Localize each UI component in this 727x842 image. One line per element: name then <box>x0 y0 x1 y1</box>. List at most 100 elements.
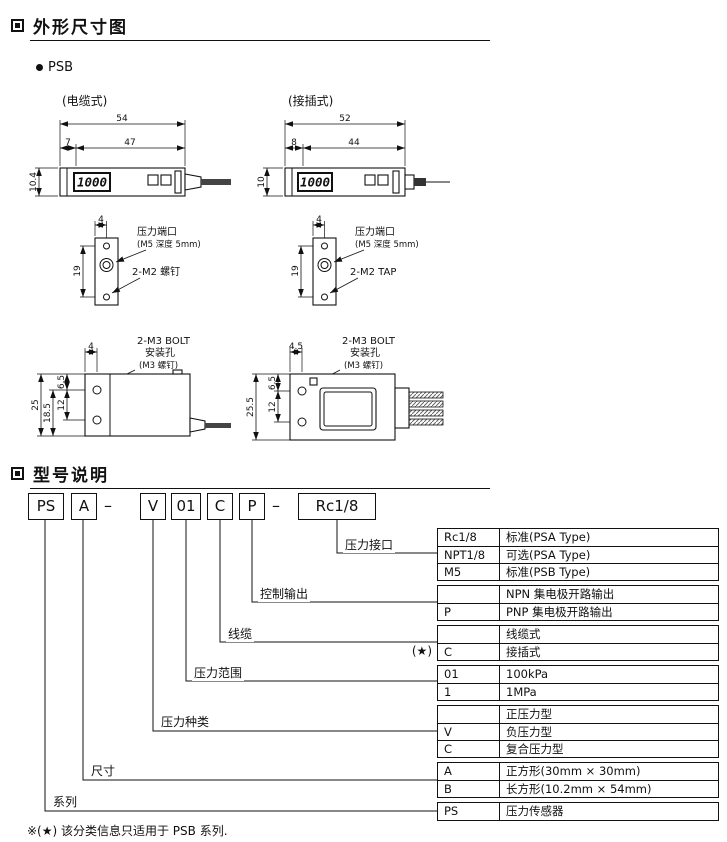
mount-hole-callout: 安装孔 <box>350 346 380 359</box>
model-section-title: 型号说明 <box>33 466 109 486</box>
mount-hole-icon <box>92 385 102 395</box>
dimension-lines <box>80 222 107 297</box>
table-row: PS 压力传感器 <box>438 803 718 820</box>
branch-line <box>185 520 437 682</box>
table-row: 线缆式 <box>438 626 718 643</box>
button-icon <box>147 174 159 186</box>
branch-label-pressure-type: 压力种类 <box>159 713 212 730</box>
section-rule <box>30 488 490 489</box>
table-row: 正压力型 <box>438 706 718 723</box>
dimension-lines <box>253 349 302 440</box>
mount-hole-icon <box>297 417 307 427</box>
pin-icon <box>408 418 444 426</box>
display-readout: 1000 <box>300 175 330 190</box>
drawing-connector-front-view: 2-M3 BOLT 安装孔 (M3 螺钉) 4.5 25.5 6.5 12 <box>246 336 444 441</box>
table-row: NPN 集电极开路输出 <box>438 586 718 603</box>
star-marker: (★) <box>411 644 432 658</box>
dim-hole-pitch: 19 <box>73 265 83 277</box>
table-row: M5 标准(PSB Type) <box>438 563 718 580</box>
connector-variant-label: (接插式) <box>288 94 334 108</box>
leader-line <box>333 249 365 263</box>
port-body <box>312 237 337 306</box>
mount-hole-detail: (M3 螺钉) <box>344 360 383 371</box>
dim-margin: 6.5 <box>57 375 67 389</box>
dim-height-inner: 18.5 <box>43 403 53 423</box>
branch-label-size: 尺寸 <box>89 762 118 779</box>
leader-line <box>111 277 141 294</box>
mount-hole-icon <box>92 415 102 425</box>
spec-code: C <box>438 644 500 660</box>
model-segment-cable: C <box>207 493 233 520</box>
dim-port-width: 4 <box>98 215 104 225</box>
spec-code: C <box>438 741 500 757</box>
drawing-connector-port-view: 4 19 压力端口 (M5 深度 5mm) 2-M2 TAP <box>291 215 419 306</box>
dim-hole-pitch: 19 <box>291 265 301 277</box>
branch-label-pressure-range: 压力范围 <box>192 664 245 681</box>
port-callout-detail: (M5 深度 5mm) <box>355 239 419 250</box>
port-callout: 压力端口 <box>355 225 395 238</box>
spec-desc: 线缆式 <box>506 627 541 641</box>
table-row: 01 100kPa <box>438 666 718 683</box>
table-row: C 复合压力型 <box>438 740 718 757</box>
spec-group-control-output: NPN 集电极开路输出 P PNP 集电极开路输出 <box>437 585 719 621</box>
spec-group-pressure-type: 正压力型 V 负压力型 C 复合压力型 <box>437 705 719 758</box>
spec-desc: 复合压力型 <box>506 742 564 756</box>
dim-offset: 8 <box>291 138 297 148</box>
dim-total-length: 52 <box>339 114 350 124</box>
table-row: Rc1/8 标准(PSA Type) <box>438 529 718 546</box>
bullet-circle-icon <box>36 64 43 71</box>
dimension-lines <box>38 349 97 436</box>
table-row: P PNP 集电极开路输出 <box>438 603 718 620</box>
branch-line <box>219 520 437 643</box>
spec-group-size: A 正方形(30mm × 30mm) B 长方形(10.2mm × 54mm) <box>437 762 719 798</box>
spec-desc: 负压力型 <box>506 725 552 739</box>
spec-desc: NPN 集电极开路输出 <box>506 587 615 601</box>
branch-line <box>82 520 437 781</box>
screw-hole-icon <box>103 242 110 250</box>
pin-icon <box>408 409 444 417</box>
drawing-cable-port-view: 4 19 压力端口 (M5 深度 5mm) 2-M2 螺钉 <box>73 215 201 306</box>
cable-exit <box>184 173 231 191</box>
spec-desc: 可选(PSA Type) <box>506 548 591 562</box>
model-segment-series: PS <box>28 493 64 520</box>
table-row: A 正方形(30mm × 30mm) <box>438 763 718 780</box>
spec-code: M5 <box>438 564 500 580</box>
pressure-port-hole-icon <box>99 258 114 272</box>
section-square-bullet-icon <box>11 19 24 32</box>
button-icon <box>377 174 389 186</box>
table-row: V 负压力型 <box>438 723 718 740</box>
dimensions-section-header: 外形尺寸图 <box>11 13 128 38</box>
dimension-lines <box>264 121 405 196</box>
connector-pins <box>394 387 444 429</box>
branch-label-pressure-port: 压力接口 <box>343 536 396 553</box>
dim-hole-pitch: 12 <box>268 401 278 412</box>
connector-plug <box>404 174 450 190</box>
dim-port-width: 4 <box>316 215 322 225</box>
branch-line <box>336 520 437 554</box>
pin-icon <box>408 400 444 408</box>
spec-desc: 正压力型 <box>506 707 552 721</box>
footnote: ※(★) 该分类信息只适用于 PSB 系列. <box>27 824 228 838</box>
pin-icon <box>408 391 444 399</box>
dim-hole-pitch: 12 <box>57 399 67 410</box>
branch-label-cable: 线缆 <box>226 625 255 642</box>
screw-callout: 2-M2 螺钉 <box>132 266 180 278</box>
spec-group-series: PS 压力传感器 <box>437 802 719 821</box>
leader-line <box>329 277 359 294</box>
branch-line <box>152 520 437 732</box>
dim-inner-length: 44 <box>348 138 360 148</box>
sensor-body <box>289 373 396 441</box>
spec-desc: 压力传感器 <box>506 804 564 818</box>
spec-code: Rc1/8 <box>438 529 500 546</box>
bolt-callout: 2-M3 BOLT <box>137 336 191 347</box>
screw-callout: 2-M2 TAP <box>350 267 396 278</box>
spec-group-pressure-port: Rc1/8 标准(PSA Type) NPT1/8 可选(PSA Type) M… <box>437 528 719 581</box>
mount-hole-icon <box>297 386 307 396</box>
sensor-body: 1000 <box>284 167 406 197</box>
section-rule <box>30 40 490 41</box>
model-segment-range: 01 <box>171 493 201 520</box>
spec-code <box>438 706 500 723</box>
cable-exit <box>189 417 231 433</box>
sensor-body: 1000 <box>59 167 186 197</box>
model-segment-size: A <box>71 493 97 520</box>
